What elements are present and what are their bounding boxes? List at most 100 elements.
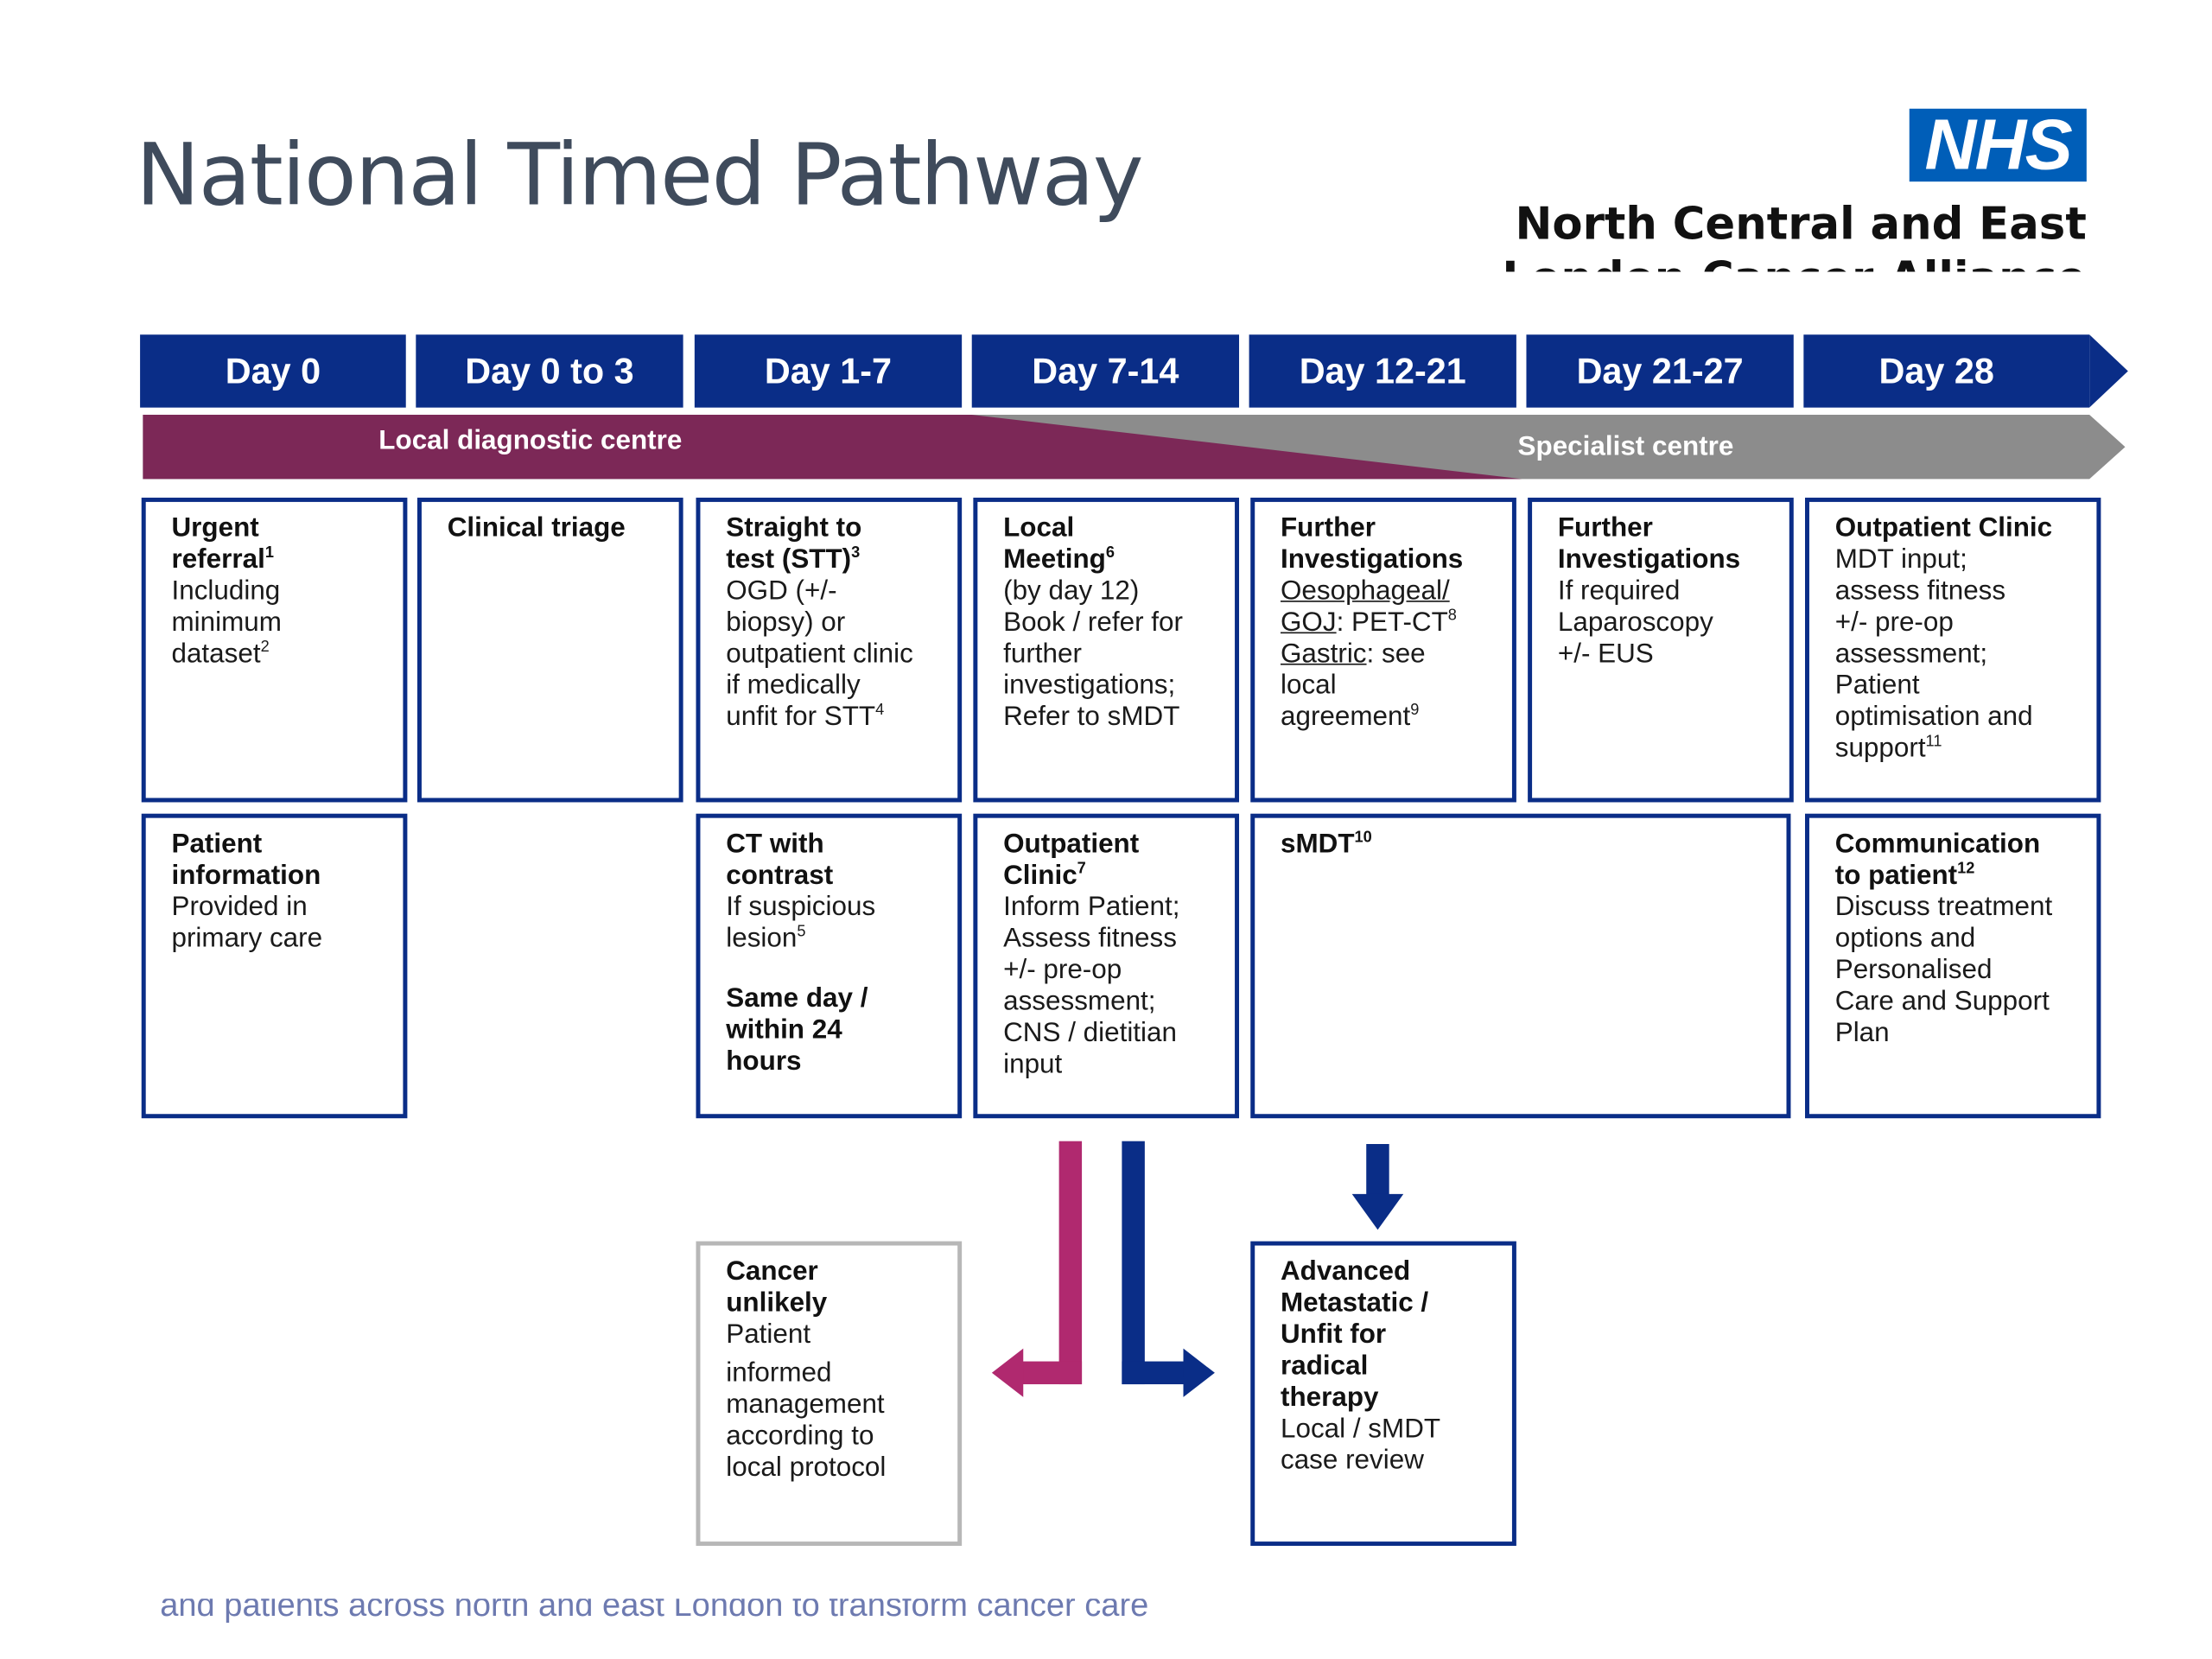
local-meeting-title: Meeting6 bbox=[1003, 544, 1115, 575]
outpatient-clinic-box: Outpatient Clinic MDT input; assess fitn… bbox=[1805, 497, 2101, 803]
local-band-label: Local diagnostic centre bbox=[378, 426, 683, 456]
advanced-title: Unfit for bbox=[1280, 1319, 1387, 1351]
slide-title: National Timed Pathway bbox=[136, 125, 1143, 226]
stt-line: outpatient clinic bbox=[726, 639, 913, 670]
further-inv-1-line: agreement9 bbox=[1280, 702, 1420, 733]
outpatient-clinic-title: Outpatient Clinic bbox=[1834, 513, 2053, 543]
stt-line: OGD (+/- bbox=[726, 575, 837, 607]
clinical-triage-title: Clinical triage bbox=[447, 513, 626, 543]
stt-line: if medically bbox=[726, 671, 861, 701]
patient-info-line: primary care bbox=[171, 924, 323, 954]
further-inv-1-title: Further bbox=[1280, 513, 1376, 543]
ct-timing: hours bbox=[726, 1046, 802, 1077]
communication-title: Communication bbox=[1834, 829, 2041, 860]
ct-contrast-box: CT with contrast If suspicious lesion5 S… bbox=[696, 813, 963, 1119]
cancer-unlikely-box: Cancer unlikely Patient informed managem… bbox=[696, 1241, 963, 1547]
stt-line: biopsy) or bbox=[726, 607, 846, 639]
patient-info-title: information bbox=[171, 861, 321, 892]
further-inv-2-line: +/- EUS bbox=[1557, 639, 1654, 670]
outpatient-7-line: +/- pre-op bbox=[1003, 955, 1122, 986]
blue-arrow-to-advanced bbox=[1122, 1141, 1215, 1397]
local-meeting-line: further bbox=[1003, 639, 1082, 670]
outpatient-clinic-line: optimisation and bbox=[1834, 702, 2033, 733]
outpatient-clinic-7-box: Outpatient Clinic7 Inform Patient; Asses… bbox=[973, 813, 1240, 1119]
communication-line: Care and Support bbox=[1834, 986, 2050, 1017]
outpatient-7-title: Clinic7 bbox=[1003, 860, 1086, 892]
smdt-title: sMDT10 bbox=[1280, 829, 1372, 860]
outpatient-7-line: assessment; bbox=[1003, 986, 1156, 1017]
patient-info-title: Patient bbox=[171, 829, 263, 860]
local-meeting-title: Local bbox=[1003, 513, 1075, 543]
patient-information-box: Patient information Provided in primary … bbox=[141, 813, 408, 1119]
advanced-line: Local / sMDT bbox=[1280, 1414, 1441, 1445]
outpatient-clinic-line: assessment; bbox=[1834, 639, 1988, 670]
further-inv-1-title: Investigations bbox=[1280, 544, 1464, 575]
pink-arrow-to-cancer-unlikely bbox=[991, 1141, 1083, 1397]
cancer-unlikely-line: Patient bbox=[726, 1319, 811, 1351]
outpatient-clinic-line: support11 bbox=[1834, 733, 1942, 764]
day-header-2: Day 1-7 bbox=[694, 334, 963, 408]
advanced-metastatic-box: Advanced Metastatic / Unfit for radical … bbox=[1250, 1241, 1516, 1547]
outpatient-7-line: Inform Patient; bbox=[1003, 892, 1180, 923]
communication-line: Plan bbox=[1834, 1018, 1890, 1049]
outpatient-7-line: Assess fitness bbox=[1003, 924, 1177, 954]
advanced-title: Advanced bbox=[1280, 1256, 1411, 1287]
local-meeting-line: investigations; bbox=[1003, 671, 1176, 701]
outpatient-7-line: CNS / dietitian bbox=[1003, 1018, 1177, 1049]
org-name-line2: London Cancer Alliance bbox=[1502, 251, 2086, 272]
ct-line: lesion5 bbox=[726, 923, 806, 954]
cancer-unlikely-line: local protocol bbox=[726, 1452, 887, 1484]
outpatient-clinic-line: Patient bbox=[1834, 671, 1920, 701]
cancer-unlikely-line: management bbox=[726, 1389, 885, 1421]
local-meeting-line: (by day 12) bbox=[1003, 575, 1140, 607]
blue-arrow-from-smdt bbox=[1351, 1144, 1404, 1230]
ct-line: If suspicious bbox=[726, 892, 876, 923]
further-investigations-1-box: Further Investigations Oesophageal/ GOJ:… bbox=[1250, 497, 1516, 803]
day-header-5: Day 21-27 bbox=[1526, 334, 1794, 408]
advanced-title: therapy bbox=[1280, 1382, 1379, 1414]
further-inv-1-line: local bbox=[1280, 671, 1337, 701]
advanced-title: Metastatic / bbox=[1280, 1288, 1429, 1319]
stt-title: test (STT)3 bbox=[726, 544, 861, 575]
further-inv-1-line: GOJ: PET-CT8 bbox=[1280, 607, 1457, 639]
org-name-line1: North Central and East bbox=[1515, 199, 2087, 251]
smdt-box: sMDT10 bbox=[1250, 813, 1791, 1119]
day-header-4: Day 12-21 bbox=[1249, 334, 1516, 408]
cancer-unlikely-title: Cancer bbox=[726, 1256, 818, 1287]
footer-text: and patients across north and east Londo… bbox=[160, 1599, 1149, 1624]
advanced-title: radical bbox=[1280, 1351, 1369, 1382]
clinical-triage-box: Clinical triage bbox=[416, 497, 683, 803]
patient-info-line: Provided in bbox=[171, 892, 308, 923]
urgent-referral-line: minimum bbox=[171, 607, 282, 639]
local-meeting-box: Local Meeting6 (by day 12) Book / refer … bbox=[973, 497, 1240, 803]
local-meeting-line: Book / refer for bbox=[1003, 607, 1183, 639]
further-inv-2-line: Laparoscopy bbox=[1557, 607, 1713, 639]
advanced-line: case review bbox=[1280, 1446, 1424, 1476]
urgent-referral-line: Including bbox=[171, 575, 281, 607]
communication-box: Communication to patient12 Discuss treat… bbox=[1805, 813, 2101, 1119]
further-inv-2-line: If required bbox=[1557, 575, 1681, 607]
cancer-unlikely-title: unlikely bbox=[726, 1288, 828, 1319]
specialist-band-label: Specialist centre bbox=[1517, 431, 1734, 462]
further-investigations-2-box: Further Investigations If required Lapar… bbox=[1528, 497, 1794, 803]
day-header-6: Day 28 bbox=[1803, 334, 2090, 408]
footer-clip: and patients across north and east Londo… bbox=[160, 1599, 1246, 1624]
ct-timing: within 24 bbox=[726, 1015, 842, 1046]
outpatient-clinic-line: MDT input; bbox=[1834, 544, 1967, 575]
outpatient-clinic-line: assess fitness bbox=[1834, 575, 2006, 607]
local-meeting-line: Refer to sMDT bbox=[1003, 702, 1180, 733]
local-diagnostic-centre-band bbox=[143, 414, 1522, 480]
stt-line: unfit for STT4 bbox=[726, 702, 885, 733]
cancer-unlikely-line: according to bbox=[726, 1421, 874, 1452]
ct-timing: Same day / bbox=[726, 983, 868, 1014]
stt-box: Straight to test (STT)3 OGD (+/- biopsy)… bbox=[696, 497, 963, 803]
cancer-unlikely-line: informed bbox=[726, 1358, 832, 1389]
day-header-3: Day 7-14 bbox=[971, 334, 1240, 408]
org-name-line2-clip: London Cancer Alliance bbox=[1229, 251, 2086, 272]
communication-line: options and bbox=[1834, 924, 1976, 954]
ct-title: CT with bbox=[726, 829, 824, 860]
further-inv-2-title: Further bbox=[1557, 513, 1653, 543]
outpatient-clinic-line: +/- pre-op bbox=[1834, 607, 1954, 639]
urgent-referral-box: Urgent referral1 Including minimum datas… bbox=[141, 497, 408, 803]
